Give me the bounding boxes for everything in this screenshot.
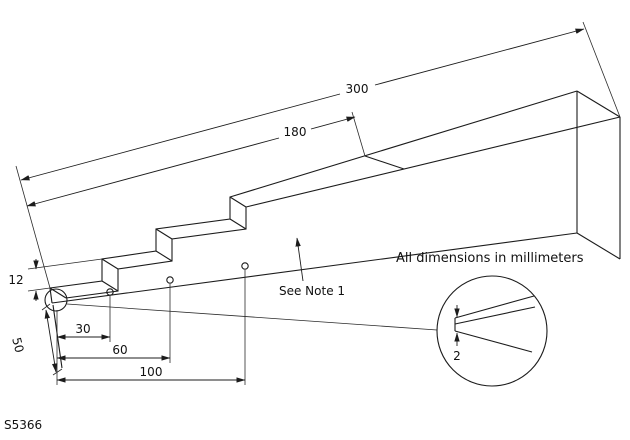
see-note-1-label: See Note 1 [279,284,345,298]
hole-1 [106,288,114,296]
detail-tip-geometry [454,295,536,353]
near-top-stepped-edge [49,90,578,289]
tip-width-edge [52,304,63,369]
end-face [576,90,621,260]
hole-2 [166,276,174,284]
dim-300-label: 300 [346,82,369,96]
see-note-arrow [295,237,304,282]
dimension-labels: 300 180 12 30 60 100 50 2 [8,82,460,379]
wedge-outline [49,90,621,369]
detail-circle [436,275,548,387]
hole-3 [241,262,249,270]
step-holes [106,262,249,296]
drawing-number: S5366 [4,418,42,432]
dim-30-label: 30 [75,322,90,336]
bottom-edge [51,232,578,304]
dimension-lines [20,28,585,383]
tip-detail-source-circle [44,288,68,312]
step-connector-edges [49,196,247,299]
extension-lines [15,21,621,385]
dim-60-label: 60 [112,343,127,357]
detail-view [44,275,548,387]
far-top-stepped-edge [65,116,621,299]
dim-12-label: 12 [8,273,23,287]
dim-2-label: 2 [453,349,461,363]
detail-leader-line [66,303,438,331]
units-note: All dimensions in millimeters [396,251,584,266]
taper-crease-edge [364,155,405,170]
dim-100-label: 100 [140,365,163,379]
dim-180-label: 180 [284,125,307,139]
dim-50-label: 50 [9,336,26,354]
annotations: See Note 1 All dimensions in millimeters… [4,251,584,432]
